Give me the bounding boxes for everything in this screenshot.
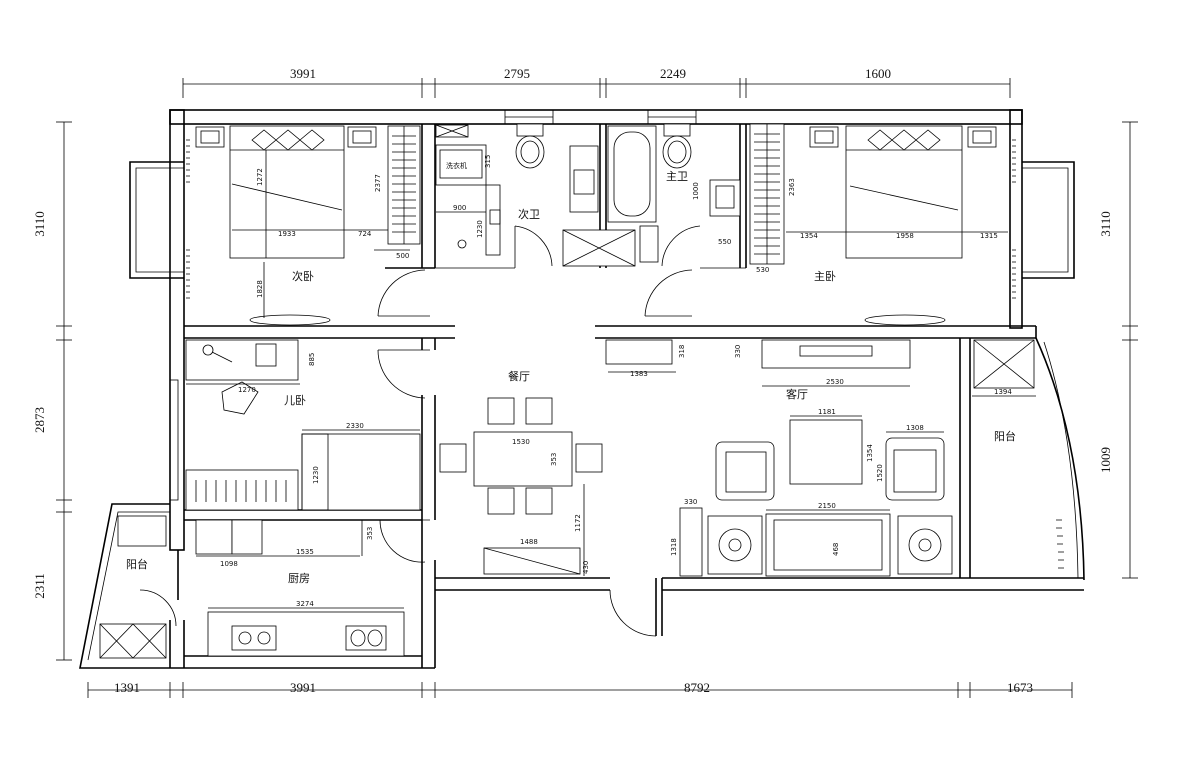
svg-text:500: 500 (396, 252, 409, 260)
svg-text:1828: 1828 (256, 280, 264, 298)
doors (139, 225, 701, 637)
svg-text:330: 330 (734, 345, 742, 358)
svg-text:2330: 2330 (346, 422, 364, 430)
master-bath-fixtures: 1000 550 (607, 123, 741, 263)
svg-text:550: 550 (718, 238, 731, 246)
dim-bottom-3: 8792 (684, 680, 710, 695)
room-label-master-bedroom: 主卧 (814, 270, 836, 283)
room-label-kitchen: 厨房 (288, 572, 310, 585)
dimension-labels: 3991 2795 2249 1600 1391 3991 8792 1673 … (32, 66, 1113, 695)
svg-text:1354: 1354 (866, 444, 874, 462)
dim-left-3: 2311 (32, 573, 47, 599)
svg-text:1488: 1488 (520, 538, 538, 546)
dim-right-2: 1009 (1098, 447, 1113, 473)
svg-text:1520: 1520 (876, 464, 884, 482)
kitchen-fixtures: 1535 1098 353 3274 (195, 519, 405, 657)
room-label-dining: 餐厅 (508, 369, 530, 383)
svg-text:1172: 1172 (574, 514, 582, 532)
svg-text:353: 353 (366, 527, 374, 540)
left-balcony (99, 515, 167, 659)
svg-text:1318: 1318 (670, 538, 678, 556)
room-label-balcony-left: 阳台 (126, 557, 148, 571)
dim-bottom-1: 1391 (114, 680, 140, 695)
dim-bottom-2: 3991 (290, 680, 316, 695)
room-label-master-bath: 主卫 (666, 170, 688, 183)
svg-text:885: 885 (308, 353, 316, 366)
dim-left-1: 3110 (32, 211, 47, 237)
dim-top-2: 2795 (504, 66, 530, 81)
svg-text:3274: 3274 (296, 600, 314, 608)
svg-text:430: 430 (582, 561, 590, 574)
svg-text:1230: 1230 (476, 220, 484, 238)
dim-top-4: 1600 (865, 66, 891, 81)
svg-text:318: 318 (678, 345, 686, 358)
svg-text:1535: 1535 (296, 548, 314, 556)
svg-text:2377: 2377 (374, 174, 382, 192)
svg-text:1394: 1394 (994, 388, 1012, 396)
svg-text:1098: 1098 (220, 560, 238, 568)
svg-text:1181: 1181 (818, 408, 836, 416)
svg-text:330: 330 (684, 498, 697, 506)
dim-top-1: 3991 (290, 66, 316, 81)
dim-right-1: 3110 (1098, 211, 1113, 237)
svg-text:353: 353 (550, 453, 558, 466)
svg-text:900: 900 (453, 204, 466, 212)
svg-text:2530: 2530 (826, 378, 844, 386)
dim-top-3: 2249 (660, 66, 686, 81)
svg-text:1272: 1272 (256, 168, 264, 186)
svg-text:1000: 1000 (692, 182, 700, 200)
svg-text:1958: 1958 (896, 232, 914, 240)
room-label-bath2: 次卫 (518, 207, 540, 221)
kids-room-furniture: 885 1270 2330 1230 (185, 339, 421, 511)
dim-bottom-4: 1673 (1007, 680, 1033, 695)
room-label-bedroom2: 次卧 (292, 269, 314, 283)
room-label-living: 客厅 (786, 387, 808, 401)
svg-text:468: 468 (832, 543, 840, 556)
svg-text:1383: 1383 (630, 370, 648, 378)
svg-text:2150: 2150 (818, 502, 836, 510)
living-furniture: 1383 318 2530 330 1181 1354 1308 1520 21… (605, 339, 953, 577)
dining-furniture: 1530 353 1172 1488 430 (439, 397, 603, 576)
svg-text:315: 315 (484, 155, 492, 168)
bathroom2-fixtures: 洗衣机 315 900 1230 (435, 123, 636, 267)
svg-text:洗衣机: 洗衣机 (446, 161, 467, 170)
master-bedroom-furniture: 2363 1354 1958 1315 530 (749, 123, 1016, 326)
dim-left-2: 2873 (32, 407, 47, 433)
room-label-balcony-right: 阳台 (994, 429, 1016, 443)
svg-text:1933: 1933 (278, 230, 296, 238)
room-label-kids: 儿卧 (284, 394, 306, 407)
right-balcony: 1394 (972, 339, 1064, 569)
dimension-lines (56, 78, 1138, 698)
svg-text:1530: 1530 (512, 438, 530, 446)
bedroom2-furniture: 1272 1933 724 2377 500 1828 (186, 125, 421, 326)
svg-text:1354: 1354 (800, 232, 818, 240)
svg-text:1230: 1230 (312, 466, 320, 484)
svg-text:1308: 1308 (906, 424, 924, 432)
svg-text:530: 530 (756, 266, 769, 274)
svg-text:1315: 1315 (980, 232, 998, 240)
svg-text:1270: 1270 (238, 386, 256, 394)
svg-text:724: 724 (358, 230, 372, 238)
svg-text:2363: 2363 (788, 178, 796, 196)
